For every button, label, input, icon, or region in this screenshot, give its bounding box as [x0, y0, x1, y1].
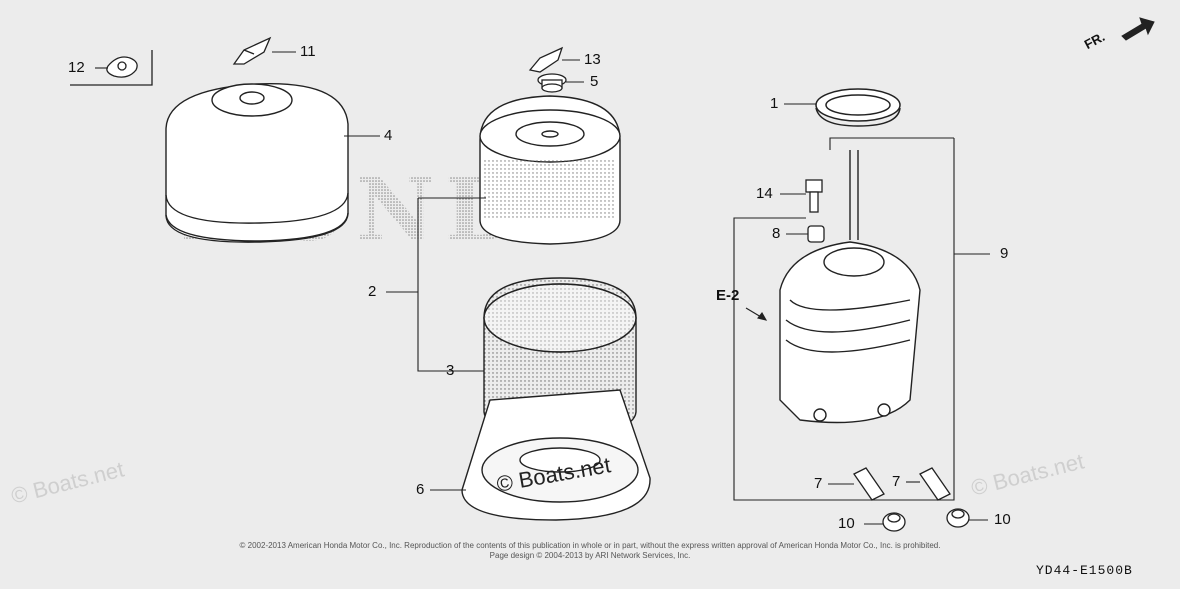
filter-element-assembly [479, 95, 621, 245]
part-1-gasket [815, 88, 901, 127]
callout-10-right[interactable]: 10 [994, 511, 1011, 528]
callout-3[interactable]: 3 [446, 362, 455, 379]
part-9-elbow [779, 150, 921, 424]
part-5-grommet [537, 73, 567, 93]
part-12-wing-nut [70, 50, 153, 86]
callout-11[interactable]: 11 [300, 43, 316, 60]
part-14-bolt [805, 179, 823, 213]
callout-2[interactable]: 2 [368, 283, 377, 300]
callout-10-left[interactable]: 10 [838, 515, 855, 532]
reference-e2[interactable]: E-2 [716, 287, 740, 304]
part-10-nut-left [882, 512, 906, 532]
callout-7-left[interactable]: 7 [814, 475, 823, 492]
callout-8[interactable]: 8 [772, 225, 781, 242]
part-10-nut-right [946, 508, 970, 528]
part-4-air-cleaner-cover [165, 82, 349, 243]
callout-5[interactable]: 5 [590, 73, 599, 90]
part-13-wing-nut [528, 46, 564, 73]
part-7-collar-left [853, 467, 885, 501]
callout-6[interactable]: 6 [416, 481, 425, 498]
callout-14[interactable]: 14 [756, 185, 773, 202]
diagram-code: YD44-E1500B [1036, 563, 1133, 578]
part-11-wing-nut [232, 36, 272, 65]
leader-lines [95, 51, 990, 525]
callout-7-right[interactable]: 7 [892, 473, 901, 490]
part-7-collar-right [919, 467, 951, 501]
callout-12[interactable]: 12 [68, 59, 85, 76]
callout-9[interactable]: 9 [1000, 245, 1009, 262]
callout-1[interactable]: 1 [770, 95, 779, 112]
callout-4[interactable]: 4 [384, 127, 393, 144]
front-direction-arrow [1121, 17, 1155, 41]
copyright-line-1: © 2002-2013 American Honda Motor Co., In… [239, 541, 941, 550]
part-8-collar [807, 225, 825, 243]
copyright-line-2: Page design © 2004-2013 by ARI Network S… [489, 551, 691, 560]
callout-13[interactable]: 13 [584, 51, 601, 68]
part-6-base [461, 389, 651, 521]
